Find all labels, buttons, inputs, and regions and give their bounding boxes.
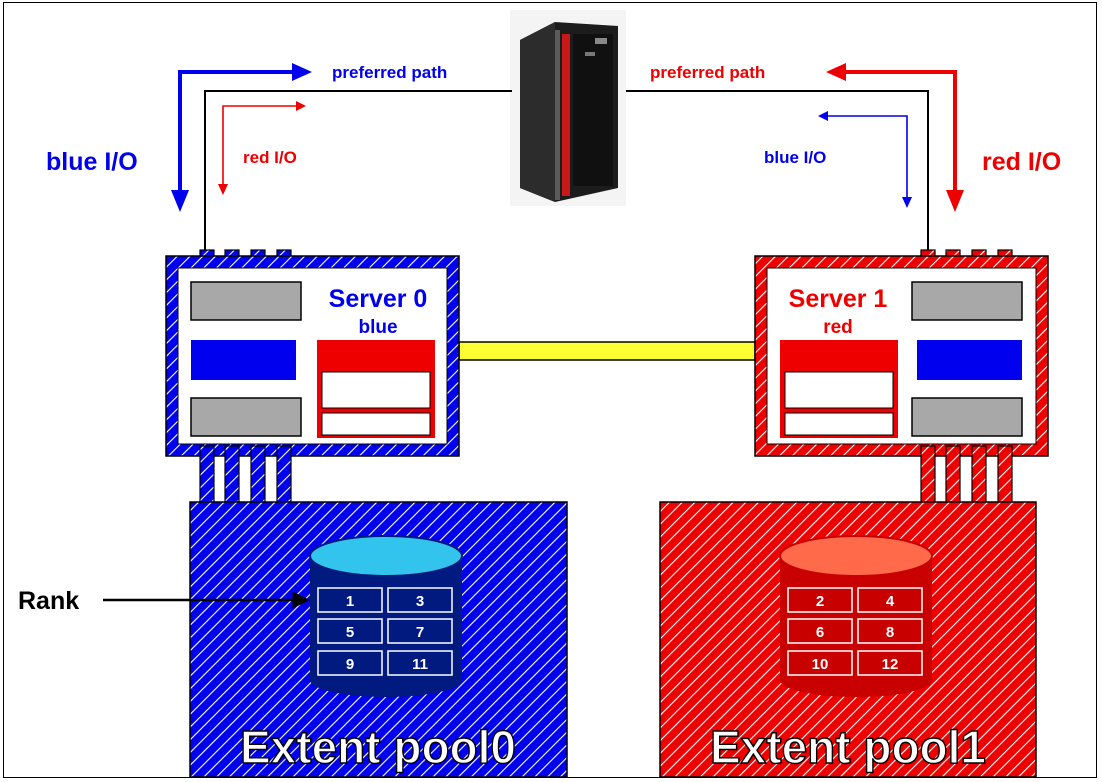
- rank-cell: 9: [346, 656, 354, 673]
- left-blue-arrowhead-down: [171, 190, 189, 212]
- left-red-arrowhead-right: [296, 101, 306, 111]
- storage-tower-icon: [510, 10, 626, 206]
- server1-box: [754, 255, 1049, 457]
- pool1-rank-cells: [787, 587, 923, 676]
- server1-title: Server 1: [789, 285, 888, 313]
- left-blue-io-arrow: [178, 70, 298, 205]
- rank-label: Rank: [18, 587, 79, 615]
- rank-cell: 6: [816, 624, 824, 641]
- rank-cell: 7: [416, 624, 424, 641]
- left-host-line: [204, 90, 512, 250]
- rank-cell: 11: [412, 656, 428, 673]
- right-red-io-arrow: [840, 70, 957, 205]
- server0-subtitle: blue: [358, 317, 397, 338]
- server0-box: [165, 255, 460, 457]
- pool0-rank-cells: [317, 587, 453, 676]
- rank-cell: 3: [416, 593, 424, 610]
- rank-cell: 8: [886, 624, 894, 641]
- left-blue-arrowhead-right: [292, 63, 312, 81]
- server1-device-adapter-ports: [920, 445, 1013, 503]
- right-blue-io-label: blue I/O: [764, 148, 826, 167]
- rank-cylinder-pool0: [309, 535, 463, 697]
- left-red-io-arrow: [222, 105, 298, 189]
- server0-title: Server 0: [329, 285, 428, 313]
- rank-cylinder-pool1: [779, 535, 933, 697]
- preferred-path-left-label: preferred path: [332, 63, 447, 82]
- extent-pool0-label: Extent pool0: [240, 721, 516, 773]
- rank-cell: 12: [882, 656, 899, 673]
- right-red-arrowhead-left: [826, 63, 846, 81]
- preferred-path-right-label: preferred path: [650, 63, 765, 82]
- right-host-line: [626, 90, 929, 250]
- right-blue-arrowhead-left: [818, 111, 828, 121]
- rank-cell: 5: [346, 624, 354, 641]
- right-blue-arrowhead-down: [902, 197, 912, 208]
- rank-cell: 4: [886, 593, 895, 610]
- server1-subtitle: red: [823, 317, 853, 338]
- right-red-io-label: red I/O: [982, 148, 1061, 176]
- left-red-io-label: red I/O: [243, 148, 297, 167]
- left-blue-io-label: blue I/O: [46, 148, 138, 176]
- rank-cell: 2: [816, 593, 824, 610]
- right-red-arrowhead-down: [946, 190, 964, 212]
- rank-cell: 10: [812, 656, 829, 673]
- cluster-interconnect: [458, 341, 756, 361]
- right-blue-io-arrow: [826, 115, 908, 202]
- rank-cell: 1: [346, 593, 354, 610]
- left-red-arrowhead-down: [218, 184, 228, 195]
- extent-pool1-label: Extent pool1: [710, 721, 986, 773]
